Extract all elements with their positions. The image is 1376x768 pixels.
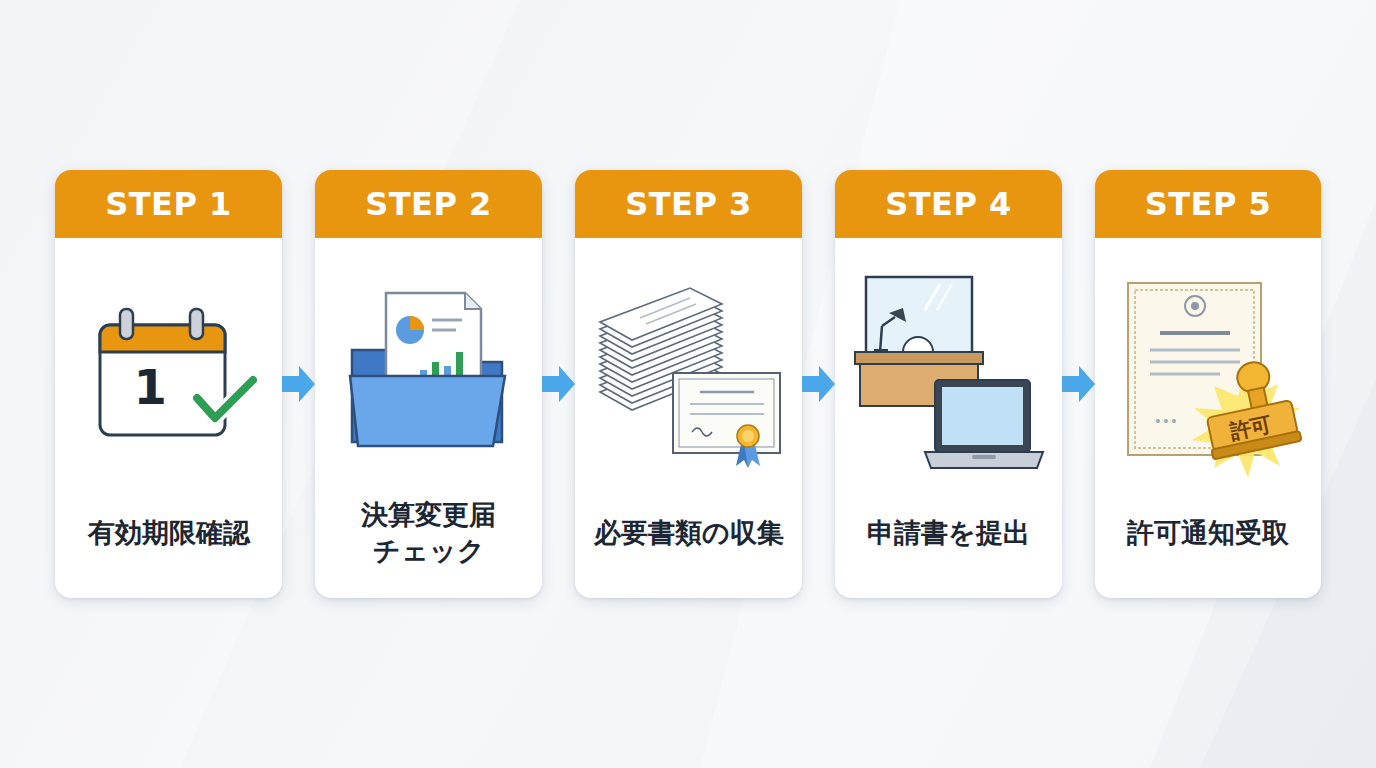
calendar-day: 1: [134, 359, 167, 415]
step-label: 必要書類の収集: [581, 488, 796, 578]
step-card: STEP 5 許可通知受取: [1095, 170, 1321, 598]
step-card: STEP 1 有効期限確認: [55, 170, 282, 598]
step-card: STEP 3 必要書類の収集: [575, 170, 802, 598]
flow-arrow: [282, 366, 315, 402]
stamp-icon: [1192, 356, 1302, 478]
arrow-shape: [1062, 366, 1095, 402]
step-card: STEP 2 決算変更届 チェック: [315, 170, 542, 598]
step-label: 申請書を提出: [841, 488, 1056, 578]
flow-arrow: [1062, 366, 1095, 402]
flow-arrow: [542, 366, 575, 402]
arrow-shape: [802, 366, 835, 402]
step-header: STEP 1: [55, 170, 282, 238]
folder-icon: [350, 293, 505, 446]
step-label: 決算変更届 チェック: [321, 488, 536, 578]
flow-arrow: [802, 366, 835, 402]
step-label: 許可通知受取: [1101, 488, 1315, 578]
step-header: STEP 5: [1095, 170, 1321, 238]
certificate-icon: [673, 373, 780, 468]
counter-icon: [855, 277, 983, 406]
arrow-shape: [282, 366, 315, 402]
calendar-icon: [100, 309, 253, 435]
arrow-shape: [542, 366, 575, 402]
step-header: STEP 3: [575, 170, 802, 238]
paper-stack-icon: [600, 288, 722, 410]
step-card: STEP 4 申請書を提出: [835, 170, 1062, 598]
step-header: STEP 2: [315, 170, 542, 238]
step-header: STEP 4: [835, 170, 1062, 238]
step-label: 有効期限確認: [61, 488, 276, 578]
laptop-icon: [925, 380, 1043, 468]
